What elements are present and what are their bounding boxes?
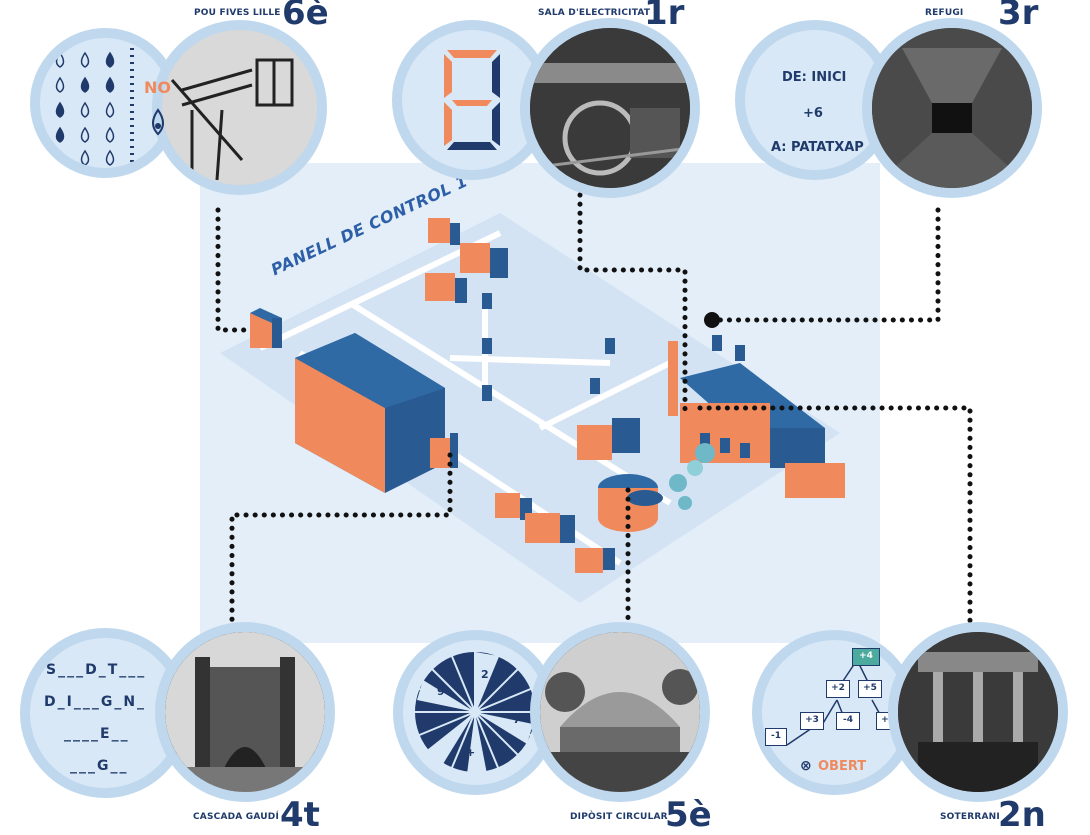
dial-value-minus: - xyxy=(436,728,441,741)
diposit-location-label: DIPÒSIT CIRCULAR xyxy=(570,812,668,822)
cascada-photo xyxy=(155,622,335,802)
cascada-order: 4t xyxy=(280,795,320,835)
wheel-dial xyxy=(411,648,539,776)
sala-order: 1r xyxy=(644,0,685,33)
dial-value-plus: + xyxy=(466,746,476,759)
refugi-from: DE: INICI xyxy=(782,70,847,85)
refugi-order: 3r xyxy=(998,0,1039,33)
sala-location-label: SALA D'ELECTRICITAT xyxy=(538,8,651,18)
cascada-word-1: S___D_T___ xyxy=(46,662,147,678)
pou-photo xyxy=(152,20,327,195)
sala-photo xyxy=(520,18,700,198)
pou-clue-circle xyxy=(30,28,180,178)
seven-segment-digit xyxy=(444,50,500,150)
open-circle-x-icon: ⊗ xyxy=(800,758,812,774)
droplet-grid xyxy=(55,48,134,166)
soterrani-status: OBERT xyxy=(818,759,867,774)
refugi-to: A: PATATXAP xyxy=(771,140,864,155)
pou-answer: NO xyxy=(144,78,171,97)
diposit-order: 5è xyxy=(665,795,712,835)
cascada-word-3: ____E__ xyxy=(64,726,130,742)
pylons xyxy=(482,293,745,401)
cascada-word-2: D_I___G_N_ xyxy=(44,694,147,710)
soterrani-location-label: SOTERRANI xyxy=(940,812,1000,822)
pou-location-label: POU FIVES LILLE xyxy=(194,8,281,18)
refugi-location-label: REFUGI xyxy=(925,8,964,18)
circuit-node: +2 xyxy=(826,680,850,698)
refugi-shift: +6 xyxy=(803,106,823,121)
small-buildings xyxy=(250,218,640,573)
cascada-word-4: ___G__ xyxy=(70,758,129,774)
factory-site-illustration xyxy=(220,213,845,603)
trees xyxy=(669,443,715,510)
diposit-photo xyxy=(530,622,710,802)
dial-value-2: 2 xyxy=(481,668,489,681)
circuit-node: -1 xyxy=(765,728,787,746)
circuit-node-top: +4 xyxy=(852,648,880,666)
dial-value-7: 7 xyxy=(513,713,521,726)
cascada-location-label: CASCADA GAUDÍ xyxy=(193,812,279,822)
pou-order: 6è xyxy=(282,0,329,33)
soterrani-order: 2n xyxy=(998,795,1046,835)
circuit-node: -4 xyxy=(836,712,860,730)
circuit-node: +5 xyxy=(858,680,882,698)
refugi-photo xyxy=(862,18,1042,198)
circuit-node: +3 xyxy=(800,712,824,730)
droplet-icon xyxy=(152,108,164,136)
long-warehouse xyxy=(295,333,445,493)
dial-value-9: 9 xyxy=(437,685,445,698)
start-marker xyxy=(704,312,720,328)
soterrani-photo xyxy=(888,622,1068,802)
refugi-clue-circle xyxy=(735,20,895,180)
